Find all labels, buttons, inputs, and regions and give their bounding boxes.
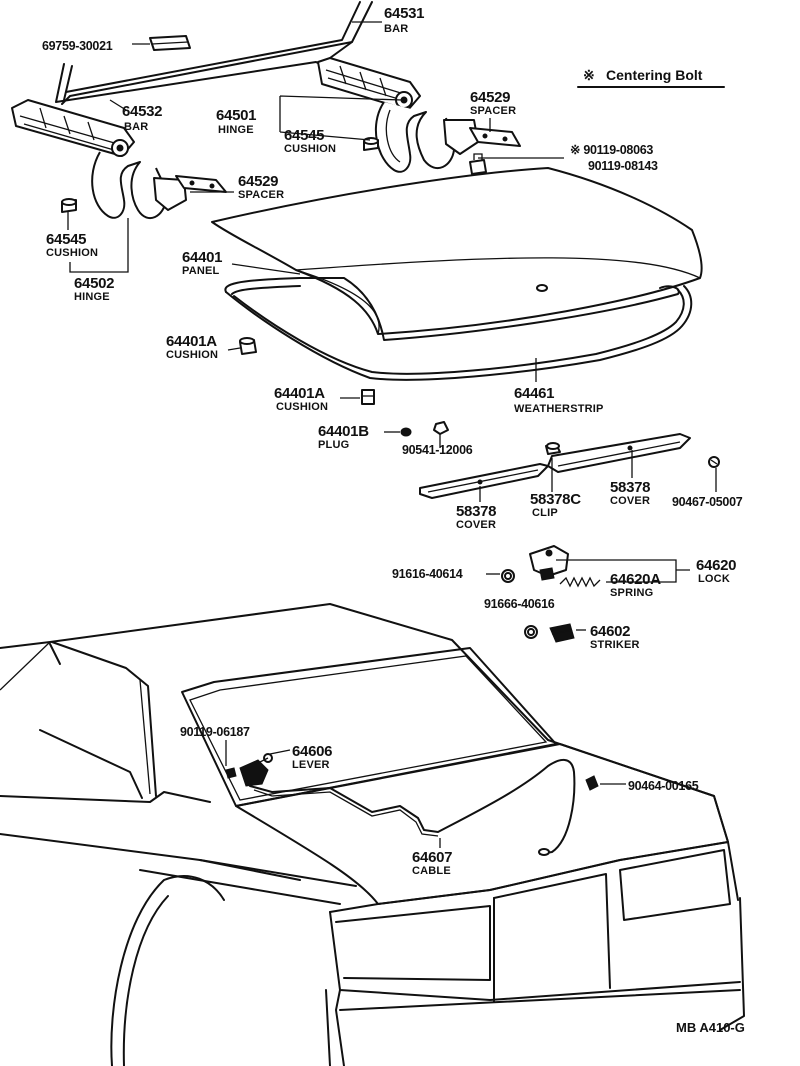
cushion-64401a-lower	[361, 389, 375, 405]
cover-58378-right	[547, 433, 691, 473]
label-90119-08143-number: 90119-08143	[588, 159, 658, 173]
bolt-90119-06187	[225, 767, 237, 779]
cover-58378-left	[419, 463, 549, 499]
centering-bolt-90119	[469, 153, 487, 175]
label-64401a-lower-name: CUSHION	[276, 401, 328, 413]
lock-64620	[529, 545, 569, 581]
label-64401b-name: PLUG	[318, 439, 349, 451]
plug-64401b	[400, 427, 412, 437]
label-90119-08063-number: ※ 90119-08063	[570, 143, 653, 157]
label-58378c-name: CLIP	[532, 507, 558, 519]
label-64602-name: STRIKER	[590, 639, 640, 651]
label-64545-left-number: 64545	[46, 231, 86, 248]
label-91616-number: 91616-40614	[392, 567, 463, 581]
legend-text: Centering Bolt	[606, 67, 703, 83]
car-body-outline	[0, 603, 745, 1066]
label-64532-name: BAR	[124, 121, 148, 133]
label-64461-name: WEATHERSTRIP	[514, 403, 604, 415]
striker-64602	[549, 623, 575, 643]
label-58378-right-number: 58378	[610, 479, 650, 496]
label-58378c-number: 58378C	[530, 491, 581, 508]
label-64501-number: 64501	[216, 107, 256, 124]
label-90119-06187-number: 90119-06187	[180, 725, 250, 739]
label-64529-right-name: SPACER	[470, 105, 516, 117]
label-64620-number: 64620	[696, 557, 736, 574]
bolt-91616	[501, 569, 515, 583]
label-64401-number: 64401	[182, 249, 222, 266]
label-64529-left-name: SPACER	[238, 189, 284, 201]
label-64502-name: HINGE	[74, 291, 110, 303]
clip-58378c	[545, 442, 561, 455]
label-90541-number: 90541-12006	[402, 443, 473, 457]
label-64607-name: CABLE	[412, 865, 451, 877]
hinge-64502	[11, 99, 187, 220]
spring-64620a	[559, 576, 601, 588]
leader-lines	[67, 21, 717, 848]
label-64461-number: 64461	[514, 385, 554, 402]
bolt-91666	[524, 625, 538, 639]
label-64401b-number: 64401B	[318, 423, 369, 440]
nut-90541	[433, 421, 449, 440]
torsion-bar-64531	[61, 1, 373, 105]
diagram-reference-code: MB A410-G	[676, 1020, 745, 1035]
legend-mark: ※	[583, 67, 595, 83]
weatherstrip-64461	[224, 277, 693, 381]
label-64531-name: BAR	[384, 23, 408, 35]
label-64602-number: 64602	[590, 623, 630, 640]
screw-90467	[708, 456, 720, 468]
label-69759-number: 69759-30021	[42, 39, 113, 53]
part-labels: 69759-30021 64531 BAR 64532 BAR 64501 HI…	[42, 5, 743, 877]
label-58378-left-number: 58378	[456, 503, 496, 520]
label-64502-number: 64502	[74, 275, 114, 292]
label-64532-number: 64532	[122, 103, 162, 120]
cushion-64545-left	[61, 198, 77, 213]
label-64606-name: LEVER	[292, 759, 330, 771]
label-64545-left-name: CUSHION	[46, 247, 98, 259]
label-64501-name: HINGE	[218, 124, 254, 136]
label-90467-number: 90467-05007	[672, 495, 743, 509]
clamp-90464	[585, 775, 599, 791]
label-64401a-lower-number: 64401A	[274, 385, 325, 402]
label-64620a-number: 64620A	[610, 571, 661, 588]
label-64529-left-number: 64529	[238, 173, 278, 190]
label-90464-number: 90464-00165	[628, 779, 699, 793]
hinge-64501	[317, 57, 479, 173]
label-64529-right-number: 64529	[470, 89, 510, 106]
label-64401a-upper-name: CUSHION	[166, 349, 218, 361]
cable-64607	[249, 759, 576, 856]
lever-64606	[239, 753, 273, 787]
label-64401a-upper-number: 64401A	[166, 333, 217, 350]
label-91666-number: 91666-40616	[484, 597, 555, 611]
cushion-64401a-upper	[239, 337, 257, 355]
trunk-lid-panel-64401	[211, 167, 703, 335]
label-64545-right-number: 64545	[284, 127, 324, 144]
label-64620a-name: SPRING	[610, 587, 653, 599]
label-58378-right-name: COVER	[610, 495, 650, 507]
torsion-bar-64532	[55, 61, 351, 103]
label-64606-number: 64606	[292, 743, 332, 760]
label-64545-right-name: CUSHION	[284, 143, 336, 155]
label-64401-name: PANEL	[182, 265, 220, 277]
label-64620-name: LOCK	[698, 573, 730, 585]
label-58378-left-name: COVER	[456, 519, 496, 531]
bar-clip-69759	[149, 35, 191, 51]
label-64607-number: 64607	[412, 849, 452, 866]
spacer-64529-right	[469, 127, 521, 147]
label-64531-number: 64531	[384, 5, 424, 22]
